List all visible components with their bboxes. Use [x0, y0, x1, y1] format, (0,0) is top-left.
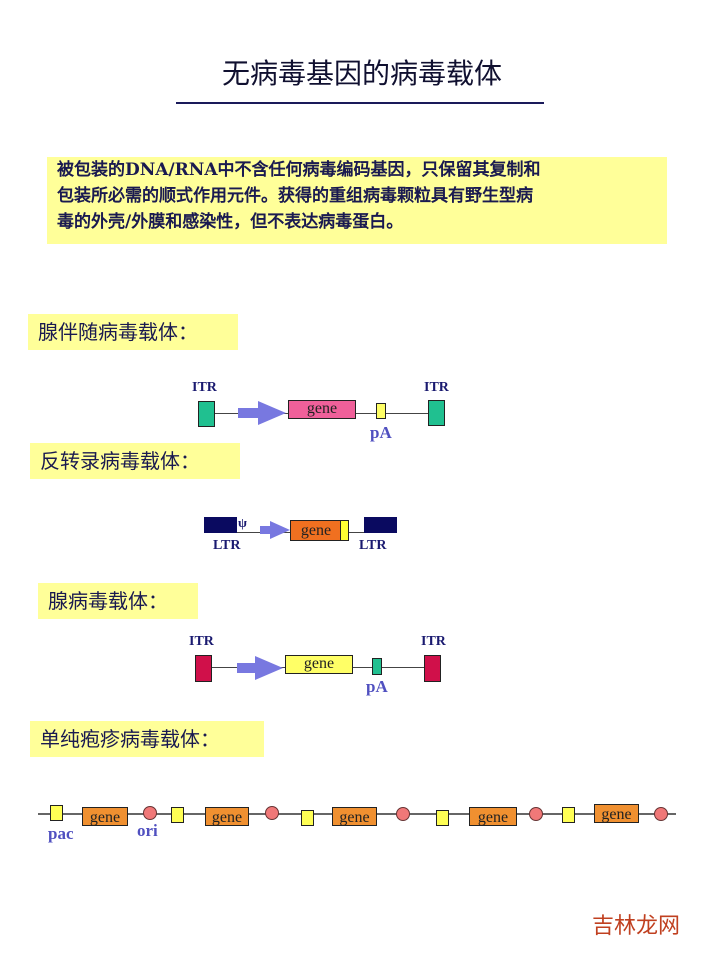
- watermark: 吉林龙网: [591, 914, 680, 939]
- section-hsv: 单纯疱疹病毒载体：: [30, 721, 264, 757]
- aav-promoter-arrow: [238, 408, 260, 418]
- aav-itr-right-label: ITR: [424, 380, 449, 395]
- retro-ltr-right-label: LTR: [359, 538, 387, 553]
- retro-ltr-left-label: LTR: [213, 538, 241, 553]
- retro-gene: gene: [290, 520, 342, 541]
- retro-ltr-right: [364, 517, 397, 533]
- adeno-itr-left: [195, 655, 212, 682]
- aav-pa-label: pA: [370, 423, 392, 442]
- hsv-ori: [654, 807, 668, 821]
- adeno-pa-label: pA: [366, 677, 388, 696]
- retro-psi-label: ψ: [238, 515, 247, 530]
- title-underline: [176, 102, 544, 104]
- aav-itr-right: [428, 400, 445, 426]
- section-aav: 腺伴随病毒载体：: [28, 314, 238, 350]
- hsv-pac: [436, 810, 449, 826]
- aav-itr-left: [198, 401, 215, 427]
- arrow-head-icon: [270, 521, 290, 539]
- hsv-pac: [301, 810, 314, 826]
- arrow-head-icon: [255, 656, 283, 680]
- retro-ltr-left: [204, 517, 237, 533]
- adeno-itr-right: [424, 655, 441, 682]
- aav-pa: [376, 403, 386, 419]
- intro-line: 包装所必需的顺式作用元件。获得的重组病毒颗粒具有野生型病: [57, 186, 533, 206]
- retro-polya: [340, 520, 349, 541]
- section-adeno: 腺病毒载体：: [38, 583, 198, 619]
- hsv-pac: [171, 807, 184, 823]
- retro-arrow: [260, 526, 272, 534]
- section-retro: 反转录病毒载体：: [30, 443, 240, 479]
- adeno-arrow: [237, 663, 257, 673]
- hsv-ori: [529, 807, 543, 821]
- hsv-ori: [143, 806, 157, 820]
- adeno-pa: [372, 658, 382, 675]
- adeno-gene: gene: [285, 655, 353, 674]
- arrow-head-icon: [258, 401, 286, 425]
- intro-line: 被包装的DNA/RNA中不含任何病毒编码基因，只保留其复制和: [57, 160, 541, 180]
- hsv-ori: [396, 807, 410, 821]
- hsv-pac: [50, 805, 63, 821]
- hsv-gene: gene: [332, 807, 377, 826]
- adeno-itr-left-label: ITR: [189, 634, 214, 649]
- intro-box: 被包装的DNA/RNA中不含任何病毒编码基因，只保留其复制和 包装所必需的顺式作…: [47, 157, 667, 244]
- aav-itr-left-label: ITR: [192, 380, 217, 395]
- hsv-pac: [562, 807, 575, 823]
- page-title: 无病毒基因的病毒载体: [221, 57, 502, 90]
- hsv-pac-label: pac: [48, 824, 74, 843]
- intro-line: 毒的外壳/外膜和感染性，但不表达病毒蛋白。: [57, 212, 404, 232]
- hsv-ori: [265, 806, 279, 820]
- hsv-gene: gene: [469, 807, 517, 826]
- adeno-itr-right-label: ITR: [421, 634, 446, 649]
- aav-gene: gene: [288, 400, 356, 419]
- hsv-gene: gene: [594, 804, 639, 823]
- hsv-gene: gene: [82, 807, 128, 826]
- hsv-gene: gene: [205, 807, 249, 826]
- hsv-ori-label: ori: [137, 821, 158, 840]
